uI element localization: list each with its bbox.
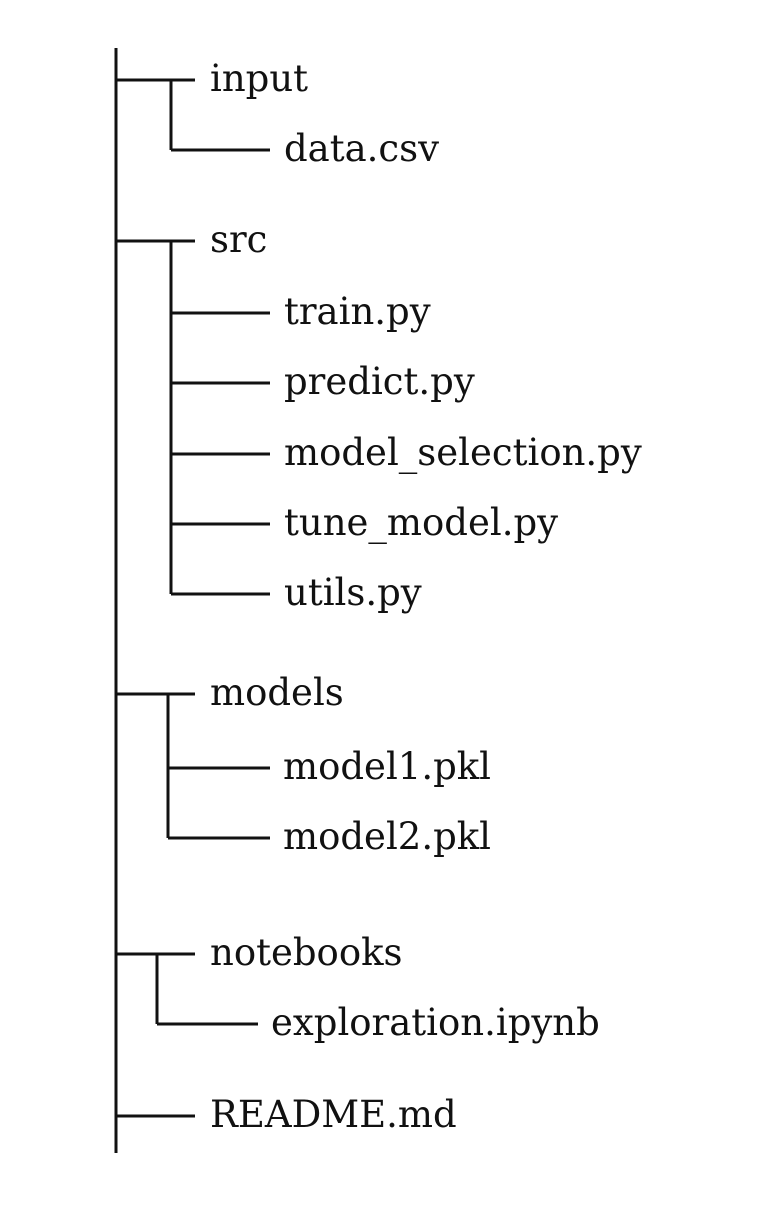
file-utils-py[interactable]: utils.py [284,571,422,614]
file-data-csv[interactable]: data.csv [284,127,439,170]
folder-notebooks[interactable]: notebooks [210,931,403,974]
file-tune-model-py[interactable]: tune_model.py [284,501,558,545]
file-model-selection-py[interactable]: model_selection.py [284,431,642,475]
folder-input[interactable]: input [210,57,308,100]
file-train-py[interactable]: train.py [284,290,431,333]
folder-models[interactable]: models [210,671,344,714]
file-model2-pkl[interactable]: model2.pkl [283,815,491,858]
folder-src[interactable]: src [210,218,267,261]
file-predict-py[interactable]: predict.py [284,360,475,403]
file-model1-pkl[interactable]: model1.pkl [283,745,491,788]
file-exploration-ipynb[interactable]: exploration.ipynb [271,1001,600,1044]
file-readme-md[interactable]: README.md [210,1093,457,1136]
